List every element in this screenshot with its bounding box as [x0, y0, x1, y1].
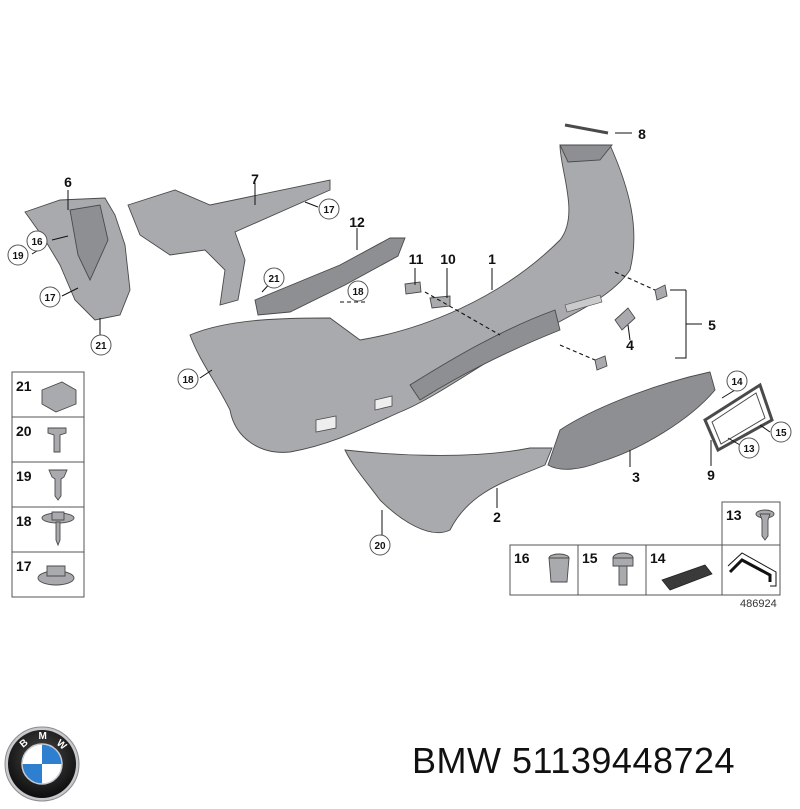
bumper-cover: [189, 144, 635, 453]
callout-12: 12: [349, 214, 365, 230]
rivet-icon: [47, 427, 67, 453]
callout-13-circle: [738, 437, 760, 459]
callout-17a: 17: [323, 205, 335, 216]
fastener-label-15: 15: [582, 550, 598, 566]
callout-7: 7: [251, 171, 259, 187]
callout-17b: 17: [44, 293, 56, 304]
callout-6: 6: [64, 174, 72, 190]
callout-14-circle: [726, 370, 748, 392]
diagram-reference: 486924: [740, 598, 777, 610]
callout-3: 3: [632, 469, 640, 485]
callout-18b-circle: [177, 368, 199, 390]
callout-21b: 21: [268, 274, 280, 285]
clip-nut-icon: [41, 381, 77, 413]
clip-11: [404, 281, 422, 295]
trim-strip: [564, 123, 609, 135]
callout-21a: 21: [95, 341, 107, 352]
brand-name: BMW: [412, 740, 502, 781]
svg-text:M: M: [39, 731, 47, 742]
frame-part: [703, 382, 774, 453]
callouts: 1 2 3 4 5 6 7 8 9 10 11 12 13 14 15 16 1…: [7, 126, 792, 556]
callout-5: 5: [708, 317, 716, 333]
callout-19: 19: [12, 251, 24, 262]
callout-11: 11: [409, 251, 424, 267]
screw-icon: [48, 469, 68, 501]
bmw-logo: B M W: [2, 724, 82, 804]
callout-16-circle: [26, 230, 48, 252]
part-caption: BMW 51139448724: [412, 740, 735, 782]
callout-4: 4: [626, 337, 634, 353]
callout-18a-circle: [347, 280, 369, 302]
callout-1: 1: [488, 251, 496, 267]
dashed-leaders: [340, 271, 656, 361]
carrier-beam: [127, 179, 331, 306]
part-number: 51139448724: [512, 740, 736, 781]
callout-16: 16: [31, 237, 43, 248]
fastener-label-13: 13: [726, 507, 742, 523]
callout-20-circle: [369, 534, 391, 556]
callout-13: 13: [743, 444, 755, 455]
sensor-holder: [614, 307, 636, 331]
fastener-label-18: 18: [16, 513, 32, 529]
leader-lines: [31, 132, 771, 540]
fastener-box-bottom: 16 15 14 13: [509, 501, 781, 596]
callout-14: 14: [731, 377, 743, 388]
callout-8: 8: [638, 126, 646, 142]
callout-9: 9: [707, 467, 715, 483]
fastener-label-21: 21: [16, 378, 32, 394]
callout-18b: 18: [182, 375, 194, 386]
callout-17a-circle: [318, 198, 340, 220]
lower-trim: [344, 447, 553, 534]
callout-21a-circle: [90, 334, 112, 356]
callout-2: 2: [493, 509, 501, 525]
callout-19-circle: [7, 244, 29, 266]
callout-15: 15: [775, 428, 787, 439]
fastener-label-19: 19: [16, 468, 32, 484]
callout-21b-circle: [263, 267, 285, 289]
callout-18a: 18: [352, 287, 364, 298]
mounting-bracket: [254, 237, 406, 316]
adhesive-pad-icon: [661, 564, 713, 591]
diffuser-panel: [547, 371, 716, 470]
fastener-label-20: 20: [16, 423, 32, 439]
seal-strip-icon: [728, 558, 772, 582]
fastener-label-17: 17: [16, 558, 32, 574]
fastener-label-14: 14: [650, 550, 666, 566]
fastener-box-left: 21 20 19 18 17: [11, 371, 85, 598]
callout-17b-circle: [39, 286, 61, 308]
callout-20: 20: [374, 541, 386, 552]
fastener-label-16: 16: [514, 550, 530, 566]
callout-15-circle: [770, 421, 792, 443]
callout-10: 10: [440, 251, 456, 267]
